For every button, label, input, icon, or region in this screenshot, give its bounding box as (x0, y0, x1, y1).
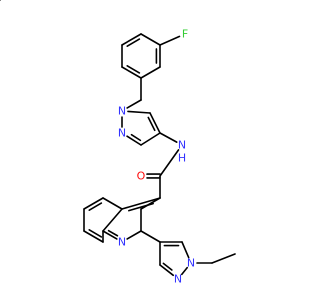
molecule-structure-diagram: F N N N H O N N N (0, 0, 236, 286)
bond-line-44 (181, 241, 190, 259)
bond-line-30 (107, 229, 119, 237)
bond-line-35 (83, 197, 104, 210)
bond-line-46 (159, 264, 175, 277)
atom-label-hydrogen-amide: H (178, 152, 186, 165)
bond-line-20 (159, 149, 180, 177)
bond-line-17 (147, 116, 156, 132)
bond-line-0 (121, 33, 142, 46)
atom-label-nitrogen-benzyl: N (118, 105, 126, 118)
atom-label-fluorine: F (182, 28, 188, 41)
bond-line-6 (121, 66, 142, 79)
atom-labels: F N N N H O N N N (118, 28, 195, 286)
bond-line-2 (140, 33, 161, 46)
bond-line-9 (159, 35, 181, 46)
bond-line-5 (140, 66, 161, 79)
bond-line-34 (102, 197, 123, 210)
bond-line-19 (159, 132, 178, 143)
bond-line-7 (126, 65, 141, 74)
molecule-svg: F N N N H O N N N (0, 0, 236, 286)
bond-line-28 (126, 230, 142, 240)
bond-line-36 (88, 202, 103, 211)
bond-line-47 (162, 262, 173, 271)
bond-line-11 (126, 99, 142, 109)
bond-line-29 (102, 230, 118, 240)
atom-label-nitrogen-quinoline: N (118, 236, 126, 249)
bond-line-25 (140, 197, 161, 210)
bond-line-38 (83, 230, 104, 243)
atom-label-nitrogen-pyrazole-upper: N (118, 127, 126, 140)
bond-line-14 (130, 133, 142, 142)
bond-line-39 (88, 229, 103, 238)
atom-label-nitrogen-amide: N (178, 139, 186, 152)
bond-line-15 (140, 132, 161, 146)
bond-line-45 (180, 266, 189, 276)
bond-line-16 (149, 112, 161, 134)
bond-line-31 (102, 208, 123, 232)
atom-label-oxygen: O (137, 170, 146, 183)
bond-line-33 (128, 202, 154, 212)
bond-line-13 (126, 135, 142, 146)
atom-label-nitrogen-ethyl: N (187, 257, 195, 270)
bond-line-41 (140, 230, 161, 243)
bond-line-18 (127, 110, 151, 114)
atom-label-nitrogen-pyrazole-lower: N (174, 273, 182, 286)
bond-line-32 (121, 197, 161, 210)
bond-line-50 (211, 253, 236, 264)
bond-lines (0, 0, 236, 277)
bond-line-1 (126, 38, 141, 47)
